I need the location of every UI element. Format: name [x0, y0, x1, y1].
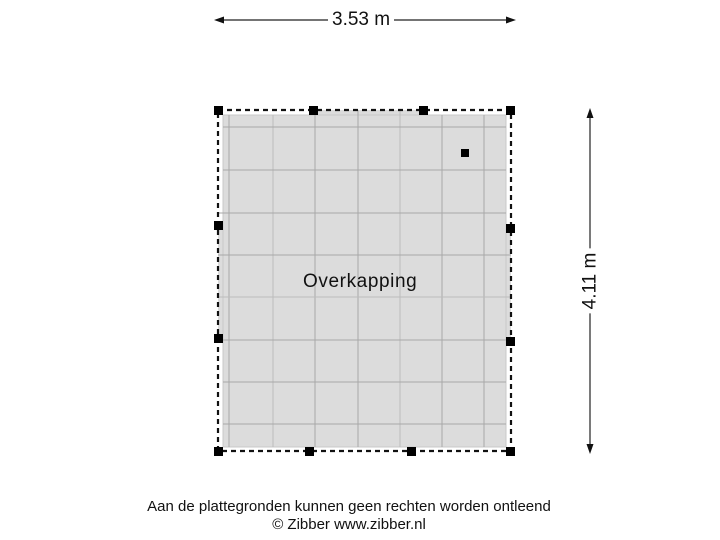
disclaimer-text: Aan de plattegronden kunnen geen rechten…: [147, 498, 551, 515]
post-icon: [407, 447, 416, 456]
post-icon: [309, 106, 318, 115]
post-icon: [506, 447, 515, 456]
dashed-boundary: [216, 108, 513, 453]
post-icon: [214, 334, 223, 343]
room-label-overkapping: Overkapping: [303, 271, 418, 292]
copyright-text: © Zibber www.zibber.nl: [272, 516, 426, 533]
post-icon: [506, 337, 515, 346]
post-icon: [214, 106, 223, 115]
post-icon: [305, 447, 314, 456]
height-dimension-label: 4.11 m: [579, 248, 602, 314]
posts: [214, 106, 515, 456]
width-dimension-label: 3.53 m: [328, 9, 395, 31]
post-icon: [506, 224, 515, 233]
post-icon: [506, 106, 515, 115]
post-icon: [214, 221, 223, 230]
post-icon: [419, 106, 428, 115]
post-icon: [214, 447, 223, 456]
tile-grid: [218, 110, 511, 447]
post-icon: [461, 149, 469, 157]
